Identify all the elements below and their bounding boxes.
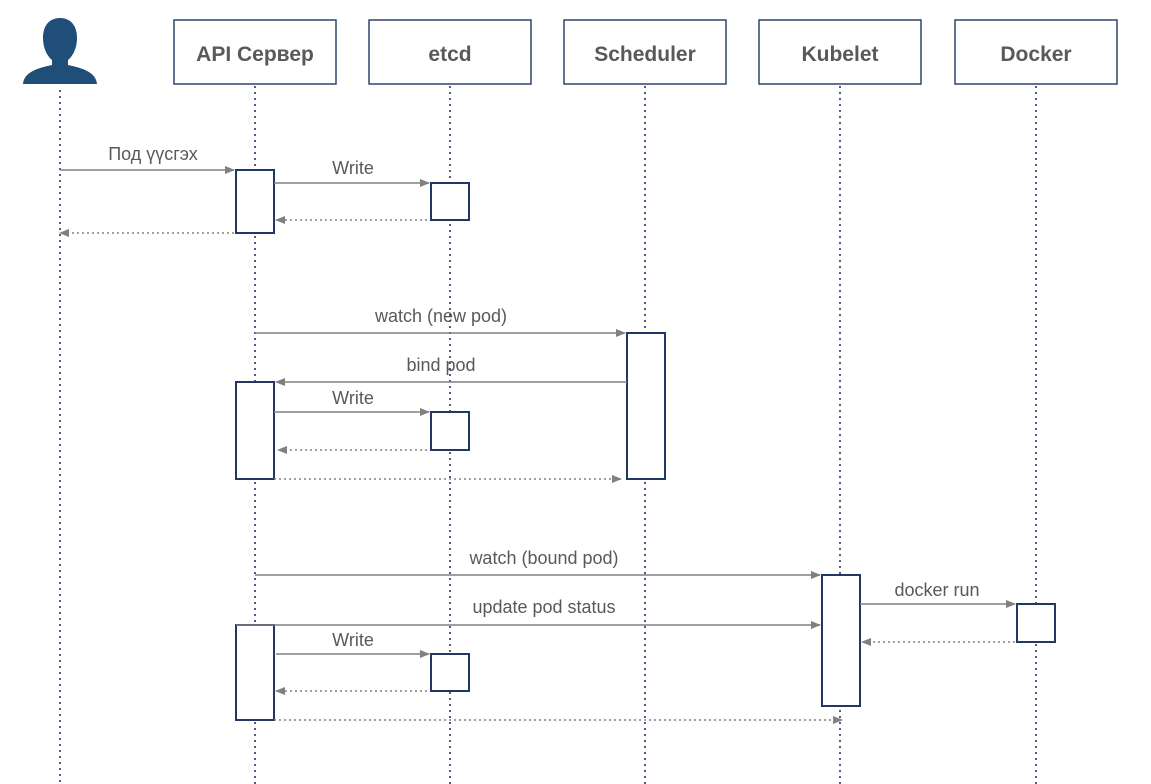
label-write-3: Write (332, 630, 374, 650)
activation-etcd-3 (430, 653, 470, 692)
activation-docker (1016, 603, 1056, 643)
participant-label-etcd: etcd (428, 43, 471, 66)
label-write-1: Write (332, 158, 374, 178)
activation-etcd-1 (430, 182, 470, 221)
participant-label-api-server: API Сервер (196, 43, 314, 66)
activation-kubelet (821, 574, 861, 707)
activation-api-server-3 (235, 624, 275, 721)
label-write-2: Write (332, 388, 374, 408)
user-silhouette-icon (23, 18, 97, 84)
label-update-pod-status: update pod status (472, 597, 615, 617)
activation-api-server-1 (235, 169, 275, 234)
activation-api-server-2 (235, 381, 275, 480)
participant-label-kubelet: Kubelet (801, 43, 878, 66)
participant-scheduler: Scheduler (563, 19, 727, 85)
participant-kubelet: Kubelet (758, 19, 922, 85)
participant-etcd: etcd (368, 19, 532, 85)
participant-docker: Docker (954, 19, 1118, 85)
label-bind-pod: bind pod (406, 355, 475, 375)
participant-label-scheduler: Scheduler (594, 43, 696, 66)
label-watch-bound-pod: watch (bound pod) (468, 548, 618, 568)
activation-etcd-2 (430, 411, 470, 451)
label-docker-run: docker run (894, 580, 979, 600)
activation-scheduler (626, 332, 666, 480)
participant-label-docker: Docker (1000, 43, 1071, 66)
label-watch-new-pod: watch (new pod) (374, 306, 507, 326)
label-create-pod: Под үүсгэх (108, 144, 198, 164)
participant-api-server: API Сервер (173, 19, 337, 85)
